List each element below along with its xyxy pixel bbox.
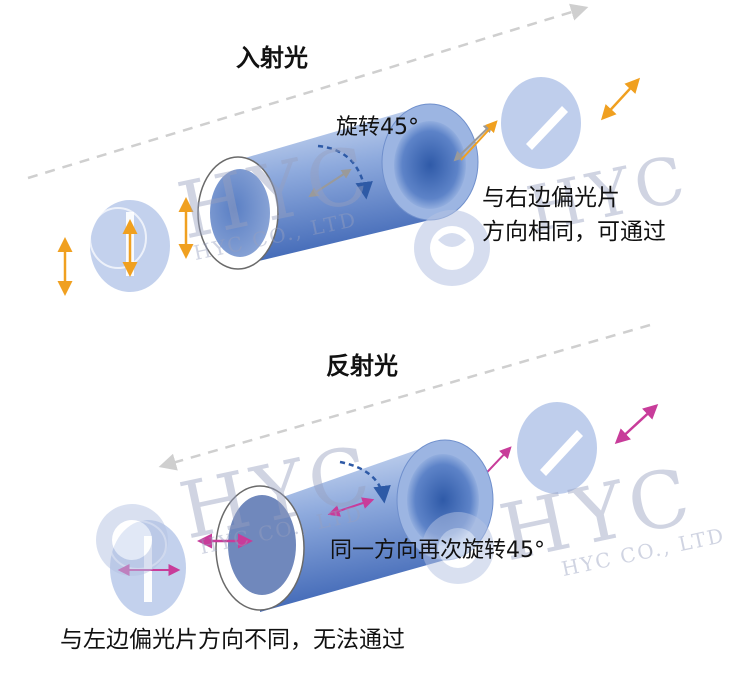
- reflected-result: 与左边偏光片方向不同，无法通过: [60, 627, 405, 653]
- incident-right-polarizer: [501, 77, 581, 169]
- logo-emblem-top: [414, 210, 490, 286]
- logo-emblem-bottom-left: [96, 504, 168, 576]
- incident-section: [27, 3, 641, 296]
- incident-result-line1: 与右边偏光片: [482, 185, 620, 211]
- incident-faraday-rotator: [197, 103, 494, 270]
- incident-result-line2: 方向相同，可通过: [482, 219, 666, 245]
- incident-title: 入射光: [236, 44, 308, 72]
- incident-beam-direction: [27, 3, 589, 180]
- reflected-right-polarization-arrow: [614, 403, 659, 445]
- logo-emblem-bottom-right: [422, 512, 494, 584]
- incident-right-polarization-arrow: [600, 77, 641, 121]
- reflected-title: 反射光: [326, 352, 398, 380]
- reflected-rotate-label: 同一方向再次旋转45°: [330, 538, 545, 563]
- incident-rotate-label: 旋转45°: [336, 115, 419, 140]
- reflected-right-polarizer: [517, 402, 597, 494]
- reflected-beam-direction: [158, 323, 651, 471]
- reflected-section: [96, 323, 659, 616]
- incident-exit-polarization-arrow: [460, 120, 498, 161]
